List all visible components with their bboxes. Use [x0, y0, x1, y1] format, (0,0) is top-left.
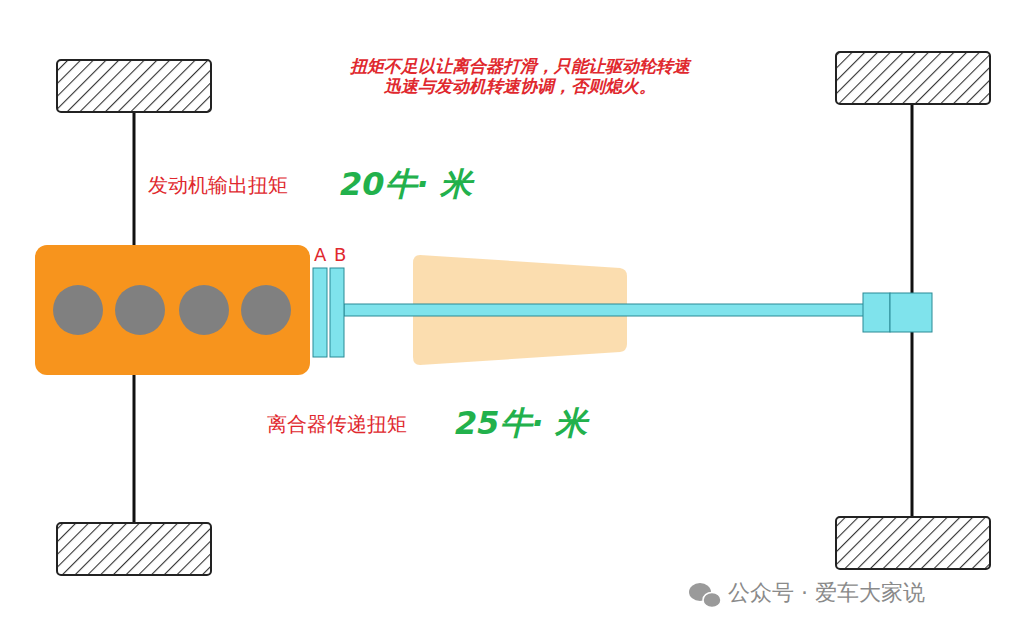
cylinder	[241, 285, 291, 335]
clutch-plate	[330, 268, 344, 357]
wheel	[57, 60, 211, 112]
cylinder	[179, 285, 229, 335]
plate-label: A	[314, 244, 326, 266]
wheel	[836, 517, 990, 569]
note-text: 扭矩不足以让离合器打滑，只能让驱动轮转速 迅速与发动机转速协调，否则熄火。	[300, 56, 740, 97]
drive-shaft	[344, 304, 865, 316]
wheel	[57, 523, 211, 575]
differential	[890, 293, 932, 332]
cylinder	[53, 285, 103, 335]
torque-value: 20牛· 米	[340, 165, 472, 203]
torque-label: 离合器传递扭矩	[267, 412, 407, 436]
cylinder	[115, 285, 165, 335]
watermark: 公众号 · 爱车大家说	[728, 580, 925, 606]
engine-block	[35, 245, 310, 375]
differential	[863, 293, 890, 332]
clutch-plate	[313, 268, 327, 357]
torque-label: 发动机输出扭矩	[148, 173, 288, 197]
torque-value: 25牛· 米	[455, 404, 587, 442]
wheel	[836, 52, 990, 104]
wechat-icon	[703, 593, 721, 608]
plate-label: B	[334, 244, 346, 266]
